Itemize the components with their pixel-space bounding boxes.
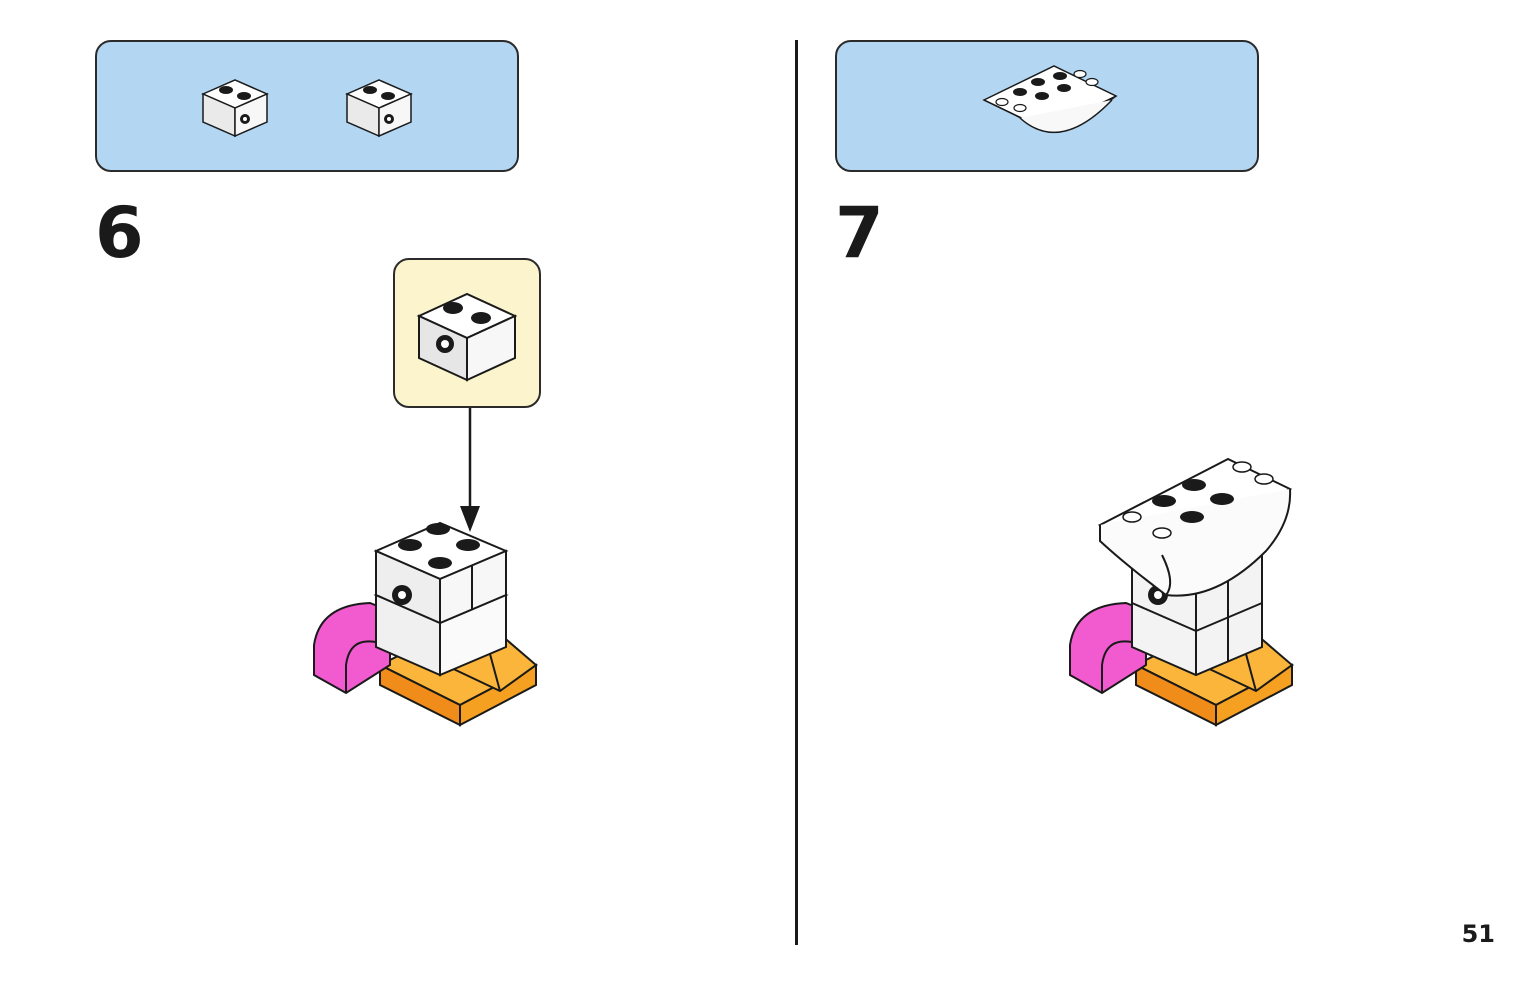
step-number: 6 [95, 192, 144, 274]
step-6-model [313, 521, 539, 727]
page-divider [795, 40, 798, 945]
white-brick-1x2-icon [201, 79, 269, 138]
white-brick-1x2-icon [416, 292, 518, 382]
arrow-down-icon [460, 408, 480, 532]
white-inverted-slope-icon [982, 65, 1118, 134]
white-brick-1x2-icon [345, 79, 413, 138]
page-number: 51 [1461, 920, 1495, 948]
step-7-model [1069, 457, 1295, 727]
step-6-parts-box [95, 40, 519, 172]
step-number: 7 [835, 192, 884, 274]
